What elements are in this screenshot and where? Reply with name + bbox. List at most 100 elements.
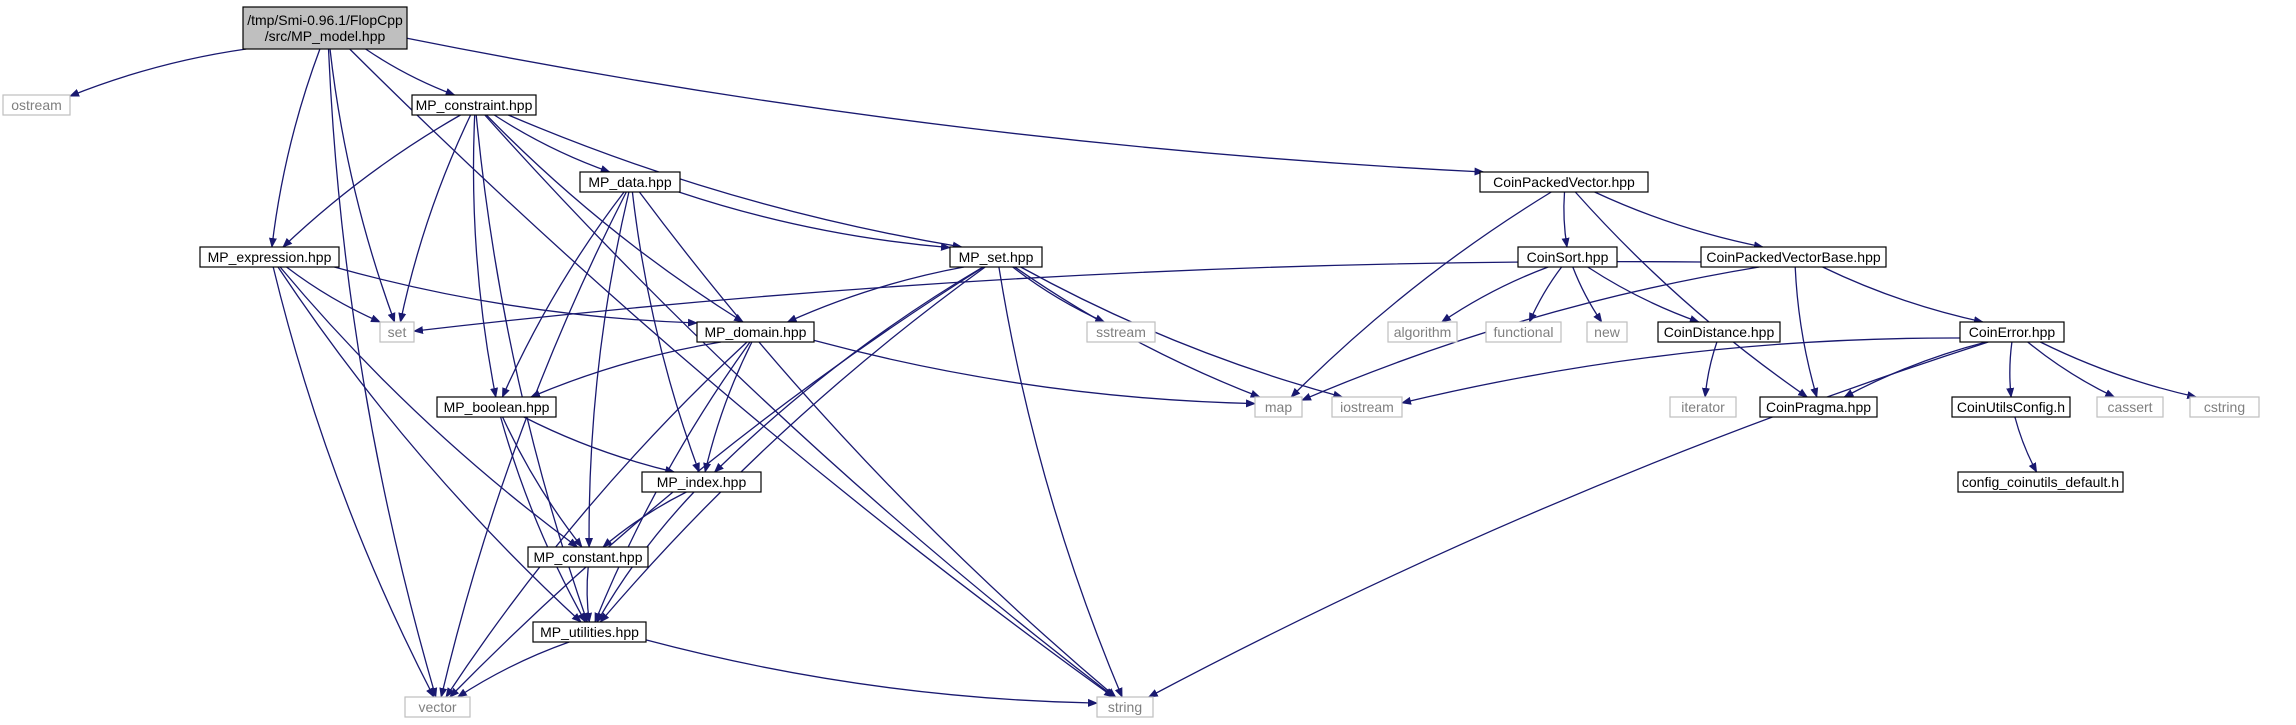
node-box bbox=[1586, 321, 1628, 343]
node-box bbox=[696, 321, 815, 343]
node-coinsort[interactable]: CoinSort.hpp bbox=[1517, 246, 1618, 268]
node-coinerror[interactable]: CoinError.hpp bbox=[1959, 321, 2065, 343]
node-mp-boolean[interactable]: MP_boolean.hpp bbox=[436, 396, 557, 418]
edge-coinpackedvector-to-coinpragma bbox=[1574, 191, 1809, 398]
edge-coinsort-to-algorithm bbox=[1440, 266, 1549, 323]
edge-mp_model-to-mp_expression bbox=[268, 48, 321, 248]
edge-mp_data-to-vector bbox=[439, 191, 627, 698]
node-box bbox=[199, 246, 340, 268]
edge-mp_domain-to-map bbox=[813, 339, 1256, 408]
edge-coinsort-to-new bbox=[1572, 266, 1603, 323]
node-vector: vector bbox=[404, 696, 471, 718]
edge-mp_expression-to-mp_utilities bbox=[277, 266, 582, 623]
node-label: MP_expression.hpp bbox=[208, 249, 332, 265]
node-box bbox=[1959, 321, 2065, 343]
node-label: MP_utilities.hpp bbox=[540, 624, 639, 640]
node-mp-constant[interactable]: MP_constant.hpp bbox=[527, 546, 649, 568]
edge-coinpackedvector-to-coinsort bbox=[1561, 191, 1570, 248]
edge-mp_set-to-mp_domain bbox=[786, 266, 965, 323]
edge-mp_model-to-vector bbox=[327, 48, 438, 698]
node-box bbox=[1254, 396, 1303, 418]
node-box bbox=[436, 396, 557, 418]
edge-mp_index-to-mp_constant bbox=[602, 491, 687, 548]
node-functional: functional bbox=[1485, 321, 1562, 343]
edge-mp_model-to-ostream bbox=[69, 48, 247, 97]
node-label: sstream bbox=[1096, 324, 1146, 340]
node-box bbox=[1759, 396, 1878, 418]
node-label: map bbox=[1265, 399, 1292, 415]
edge-mp_data-to-string bbox=[638, 191, 1117, 698]
node-label: new bbox=[1594, 324, 1621, 340]
node-coinutilsconfig[interactable]: CoinUtilsConfig.h bbox=[1951, 396, 2071, 418]
edge-mp_set-to-string bbox=[998, 266, 1123, 698]
node-map: map bbox=[1254, 396, 1303, 418]
node-box bbox=[1700, 246, 1887, 268]
edge-mp_expression-to-mp_domain bbox=[334, 266, 698, 327]
edge-coinerror-to-coinpragma bbox=[1843, 341, 1987, 398]
node-box bbox=[579, 171, 681, 193]
node-mp-index[interactable]: MP_index.hpp bbox=[641, 471, 762, 493]
node-mp-utilities[interactable]: MP_utilities.hpp bbox=[532, 621, 647, 643]
edge-mp_constraint-to-mp_data bbox=[493, 114, 611, 173]
node-sstream: sstream bbox=[1086, 321, 1156, 343]
edge-mp_data-to-mp_boolean bbox=[501, 191, 625, 398]
node-label: iterator bbox=[1681, 399, 1725, 415]
edge-coinerror-to-cassert bbox=[2027, 341, 2116, 398]
edge-coinpackedvector-to-coinpackedvectorbase bbox=[1594, 191, 1764, 250]
node-mp-domain[interactable]: MP_domain.hpp bbox=[696, 321, 815, 343]
node-coinpackedvector[interactable]: CoinPackedVector.hpp bbox=[1479, 171, 1649, 193]
node-mp-expression[interactable]: MP_expression.hpp bbox=[199, 246, 340, 268]
node-new: new bbox=[1586, 321, 1628, 343]
edge-coinutilsconfig-to-config_default bbox=[2014, 416, 2038, 473]
edge-coinpackedvectorbase-to-coinpragma bbox=[1794, 266, 1819, 398]
node-label: CoinError.hpp bbox=[1969, 324, 2056, 340]
node-label: algorithm bbox=[1394, 324, 1452, 340]
edge-mp_model-to-mp_constraint bbox=[365, 48, 456, 96]
edge-mp_expression-to-vector bbox=[272, 266, 435, 698]
edge-mp_boolean-to-mp_utilities bbox=[499, 416, 586, 623]
node-label: /src/MP_model.hpp bbox=[265, 28, 386, 44]
edge-coinpackedvectorbase-to-set bbox=[413, 260, 1702, 335]
node-string: string bbox=[1096, 696, 1154, 718]
edge-mp_constant-to-mp_utilities bbox=[584, 566, 593, 623]
node-mp-set[interactable]: MP_set.hpp bbox=[949, 246, 1043, 268]
node-label: MP_data.hpp bbox=[588, 174, 671, 190]
edge-mp_expression-to-set bbox=[286, 266, 381, 323]
node-label: MP_domain.hpp bbox=[705, 324, 807, 340]
edge-coinpackedvectorbase-to-map bbox=[1301, 266, 1760, 401]
node-label: MP_boolean.hpp bbox=[444, 399, 550, 415]
node-label: MP_constant.hpp bbox=[534, 549, 643, 565]
node-label: CoinUtilsConfig.h bbox=[1957, 399, 2065, 415]
edge-mp_utilities-to-vector bbox=[456, 641, 570, 698]
edge-mp_model-to-set bbox=[329, 48, 396, 323]
node-label: iostream bbox=[1340, 399, 1394, 415]
node-box bbox=[532, 621, 647, 643]
node-box bbox=[1669, 396, 1737, 418]
node-coindistance[interactable]: CoinDistance.hpp bbox=[1657, 321, 1781, 343]
node-mp-constraint[interactable]: MP_constraint.hpp bbox=[411, 94, 537, 116]
node-label: CoinPragma.hpp bbox=[1766, 399, 1871, 415]
node-label: cassert bbox=[2107, 399, 2152, 415]
edge-mp_boolean-to-mp_constant bbox=[502, 416, 583, 548]
node-label: CoinPackedVector.hpp bbox=[1493, 174, 1635, 190]
edge-mp_constraint-to-string bbox=[484, 114, 1115, 698]
node-coinpragma[interactable]: CoinPragma.hpp bbox=[1759, 396, 1878, 418]
edge-mp_model-to-string bbox=[349, 48, 1115, 698]
node-box bbox=[2096, 396, 2164, 418]
node-cassert: cassert bbox=[2096, 396, 2164, 418]
edge-mp_set-to-mp_utilities bbox=[599, 266, 986, 623]
edge-coinerror-to-iostream bbox=[1401, 337, 1961, 405]
node-box bbox=[949, 246, 1043, 268]
node-coinpackedvectorbase[interactable]: CoinPackedVectorBase.hpp bbox=[1700, 246, 1887, 268]
node-box bbox=[527, 546, 649, 568]
edge-mp_set-to-iostream bbox=[1020, 266, 1344, 399]
node-mp-model[interactable]: /tmp/Smi-0.96.1/FlopCpp/src/MP_model.hpp bbox=[242, 6, 408, 50]
edge-coinsort-to-coindistance bbox=[1587, 266, 1700, 323]
edge-mp_domain-to-mp_boolean bbox=[530, 341, 722, 398]
node-layer: /tmp/Smi-0.96.1/FlopCpp/src/MP_model.hpp… bbox=[2, 6, 2260, 718]
node-config-default[interactable]: config_coinutils_default.h bbox=[1957, 471, 2124, 493]
node-label: ostream bbox=[11, 97, 62, 113]
node-mp-data[interactable]: MP_data.hpp bbox=[579, 171, 681, 193]
node-box bbox=[1485, 321, 1562, 343]
